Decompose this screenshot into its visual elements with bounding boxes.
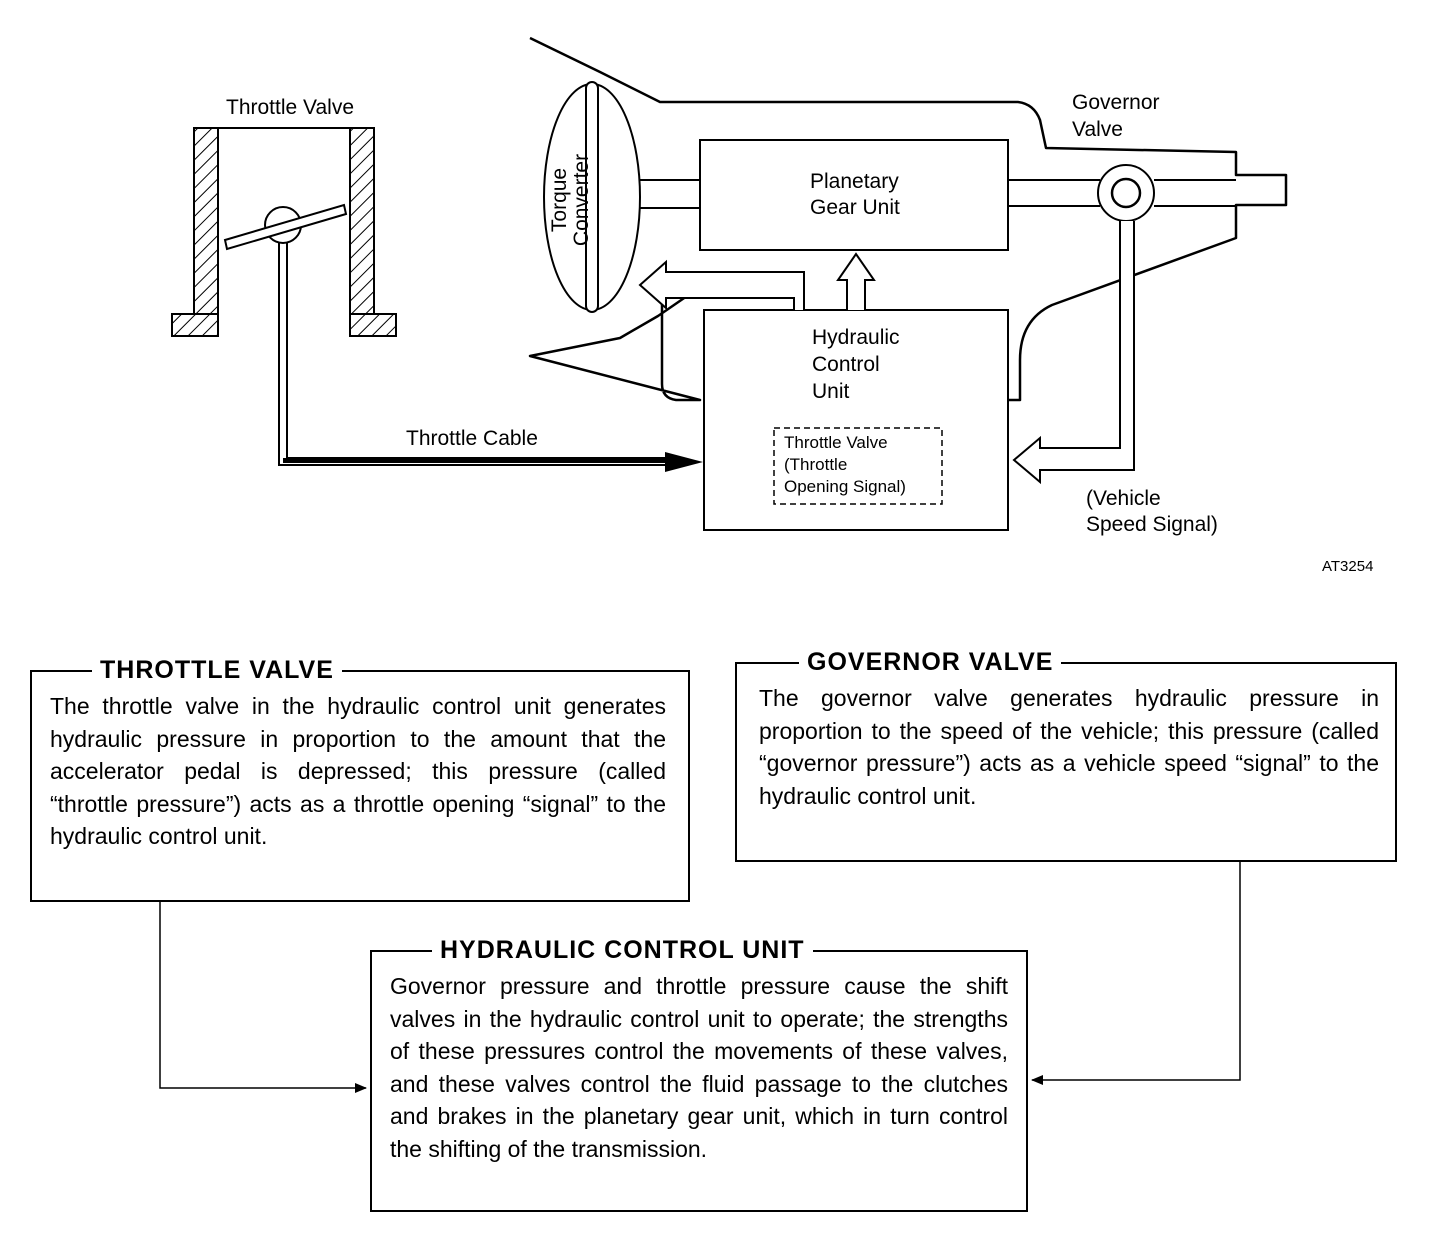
- torque-converter-label: Torque: [548, 168, 571, 232]
- governor-valve-label: Governor: [1072, 91, 1160, 114]
- throttle-valve-panel-text: The throttle valve in the hydraulic cont…: [50, 693, 666, 849]
- hcu-label-2: Control: [812, 353, 880, 376]
- tv-signal-label-2: (Throttle: [784, 455, 847, 474]
- input-shaft: [640, 179, 700, 209]
- speed-signal-label-2: Speed Signal): [1086, 513, 1218, 536]
- governor-valve-panel: GOVERNOR VALVE The governor valve genera…: [735, 647, 1397, 862]
- hcu-panel-title: HYDRAULIC CONTROL UNIT: [432, 935, 813, 965]
- throttle-cable-label: Throttle Cable: [406, 427, 538, 450]
- hcu-to-converter-arrow: [638, 259, 805, 311]
- hcu-label: Hydraulic: [812, 326, 900, 349]
- torque-converter: [543, 81, 641, 313]
- throttle-valve-body: [171, 127, 397, 337]
- throttle-plate: [223, 203, 348, 251]
- hcu-label-3: Unit: [812, 380, 850, 403]
- speed-signal-label: (Vehicle: [1086, 487, 1161, 510]
- tv-signal-label-3: Opening Signal): [784, 477, 906, 496]
- throttle-valve-label: Throttle Valve: [226, 96, 354, 119]
- throttle-valve-signal-box: [773, 427, 943, 505]
- vehicle-speed-signal-arrow: [1012, 221, 1135, 485]
- governor-valve-label-2: Valve: [1072, 118, 1123, 141]
- figure-code: AT3254: [1322, 558, 1373, 575]
- governor-valve: [1097, 164, 1155, 222]
- governor-valve-panel-text: The governor valve generates hydraulic p…: [759, 685, 1379, 809]
- hcu-panel-text: Governor pressure and throttle pressure …: [390, 973, 1008, 1162]
- tv-signal-label: Throttle Valve: [784, 433, 888, 452]
- hcu-to-planetary-arrow: [836, 252, 876, 310]
- throttle-valve-panel: THROTTLE VALVE The throttle valve in the…: [30, 655, 690, 902]
- governor-to-hcu-connector: [1031, 862, 1241, 1085]
- torque-converter-label-2: Converter: [570, 154, 593, 246]
- throttle-to-hcu-connector: [159, 902, 367, 1093]
- output-shaft: [1008, 179, 1236, 207]
- throttle-valve-panel-title: THROTTLE VALVE: [92, 655, 342, 685]
- planetary-gear-unit-label-2: Gear Unit: [810, 196, 900, 219]
- hcu-panel: HYDRAULIC CONTROL UNIT Governor pressure…: [370, 935, 1028, 1212]
- governor-valve-panel-title: GOVERNOR VALVE: [799, 647, 1062, 677]
- transmission-housing: [528, 36, 1288, 402]
- hydraulic-control-unit-box: [703, 309, 1009, 531]
- throttle-cable: [278, 243, 703, 472]
- planetary-gear-unit-label: Planetary: [810, 170, 899, 193]
- planetary-gear-unit-box: [699, 139, 1009, 251]
